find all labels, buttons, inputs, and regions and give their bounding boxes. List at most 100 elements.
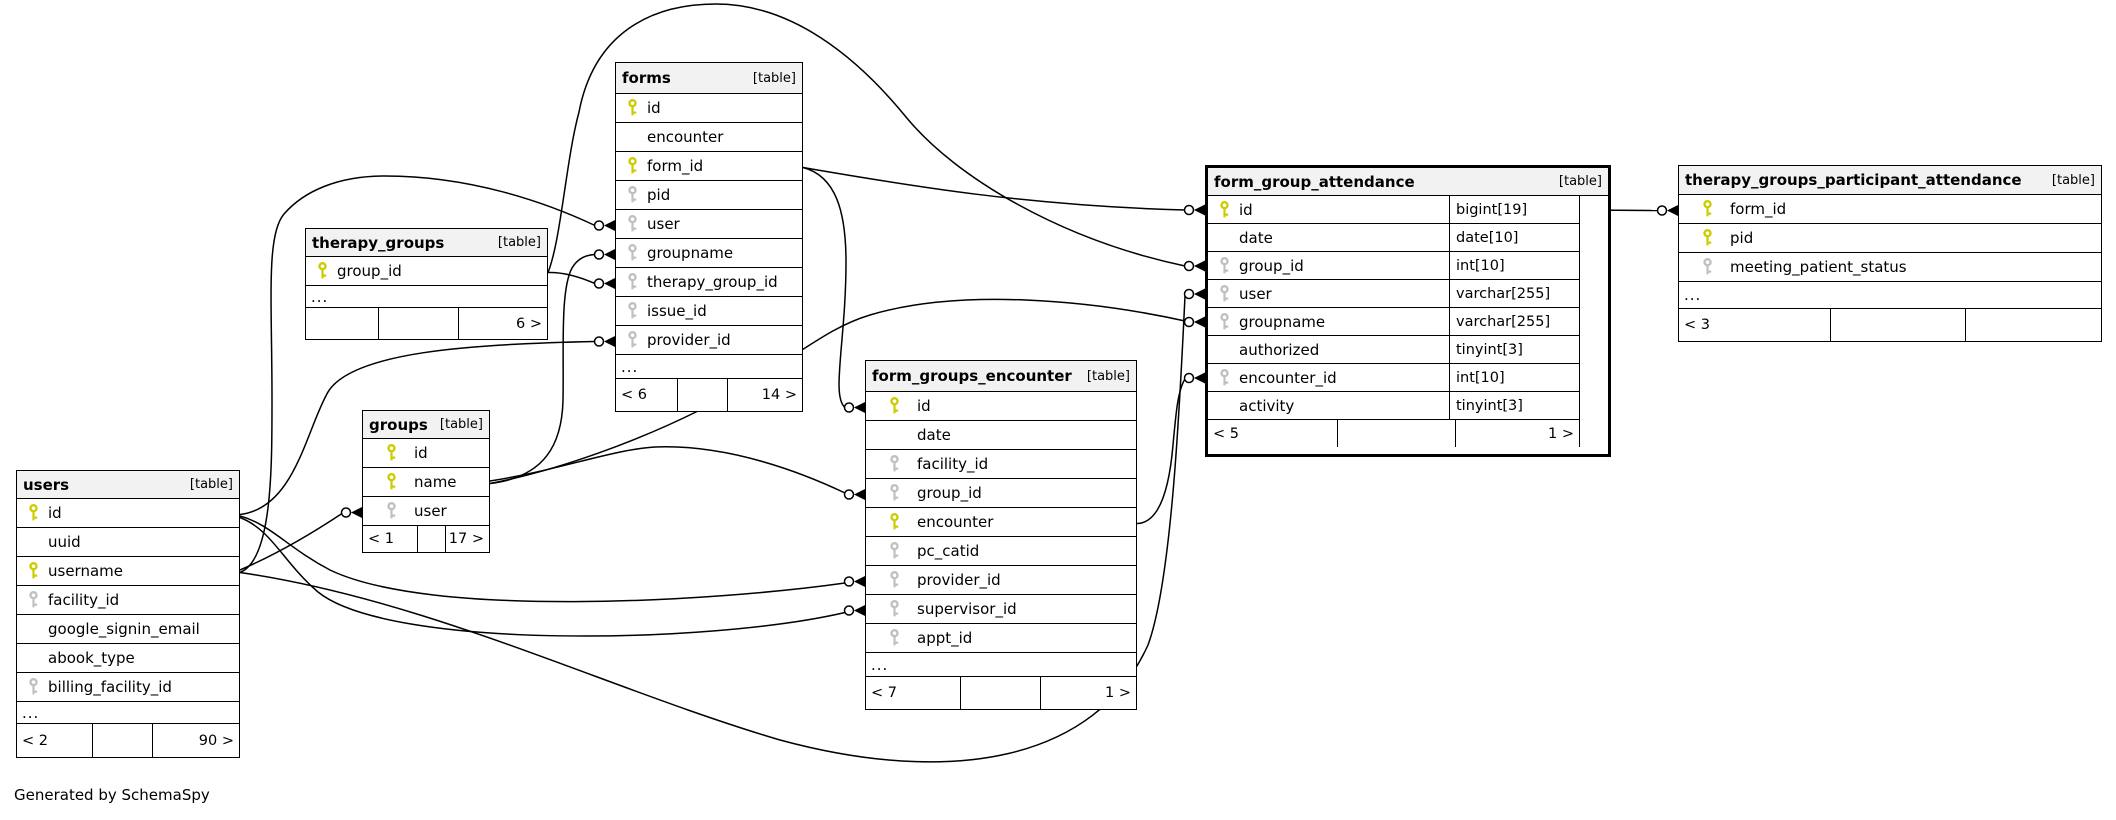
column-name: uuid	[48, 533, 81, 552]
zero-many-circle-icon	[593, 249, 605, 260]
relationship-edge-groups-name--form_groups_encounter-group_id	[489, 446, 865, 500]
primary-key-icon	[24, 504, 42, 522]
column-name: activity	[1239, 396, 1295, 415]
column-row-users-id: id	[17, 499, 239, 529]
table-name[interactable]: form_groups_encounter	[872, 367, 1072, 386]
table-name[interactable]: therapy_groups_participant_attendance	[1685, 171, 2022, 190]
table-type-badge: [table]	[439, 417, 483, 433]
column-name: date	[1239, 228, 1273, 247]
column-name: form_id	[1730, 200, 1787, 219]
column-type: varchar[255]	[1449, 308, 1579, 335]
column-row-therapy_groups_participant_attendance-meeting_patient_status: meeting_patient_status	[1679, 253, 2101, 283]
primary-key-icon	[1696, 200, 1718, 218]
column-name: google_signin_email	[48, 620, 200, 639]
more-columns-ellipsis: ...	[17, 702, 239, 725]
column-name: groupname	[1239, 312, 1326, 331]
primary-key-icon	[380, 444, 402, 462]
more-columns-ellipsis: ...	[866, 653, 1136, 678]
column-type: int[10]	[1449, 364, 1579, 391]
column-row-forms-user: user	[616, 210, 802, 240]
foreign-key-icon	[623, 186, 641, 204]
crow-arrowhead-icon	[854, 402, 865, 413]
table-header-therapy_groups_participant_attendance[interactable]: therapy_groups_participant_attendance [ta…	[1679, 166, 2101, 196]
table-therapy_groups: therapy_groups[table]group_id...6 >	[305, 228, 548, 340]
column-type: tinyint[3]	[1449, 336, 1579, 363]
footer-parents-count: 17 >	[448, 531, 484, 548]
generated-by-note[interactable]: Generated by SchemaSpy	[14, 786, 210, 804]
footer-parents-count: 90 >	[198, 732, 234, 749]
table-name[interactable]: forms	[622, 69, 671, 88]
footer-middle-cell	[678, 379, 728, 412]
foreign-key-icon	[623, 331, 641, 349]
column-row-forms-therapy_group_id: therapy_group_id	[616, 268, 802, 298]
column-name: group_id	[917, 484, 982, 503]
more-columns-ellipsis: ...	[616, 355, 802, 380]
column-row-form_groups_encounter-facility_id: facility_id	[866, 450, 1136, 480]
table-name[interactable]: groups	[369, 415, 428, 434]
column-name: meeting_patient_status	[1730, 258, 1907, 277]
table-name[interactable]: therapy_groups	[312, 233, 445, 252]
column-row-therapy_groups-group_id: group_id	[306, 257, 547, 287]
table-header-therapy_groups[interactable]: therapy_groups[table]	[306, 229, 547, 258]
foreign-key-icon	[623, 215, 641, 233]
relationship-curve	[239, 295, 1186, 763]
footer-children-count: < 5	[1208, 420, 1338, 447]
column-name: therapy_group_id	[647, 273, 778, 292]
footer-parents-count	[1966, 309, 2101, 341]
footer-children-count: < 3	[1679, 309, 1831, 342]
column-type: int[10]	[1449, 252, 1579, 279]
table-header-form_groups_encounter[interactable]: form_groups_encounter[table]	[866, 361, 1136, 393]
column-name: user	[1239, 284, 1272, 303]
table-name[interactable]: form_group_attendance	[1214, 172, 1415, 191]
zero-many-circle-icon	[593, 278, 605, 289]
column-name: id	[48, 504, 62, 523]
column-name: abook_type	[48, 649, 135, 668]
footer-middle-cell	[961, 677, 1041, 710]
column-name: supervisor_id	[917, 600, 1017, 619]
crow-arrowhead-icon	[854, 489, 865, 500]
primary-key-icon	[623, 157, 641, 175]
relationship-edge-users-id--form_groups_encounter-provider_id	[239, 515, 865, 603]
relationship-edge-forms-form_id--form_groups_encounter-id	[802, 166, 865, 413]
table-name[interactable]: users	[23, 475, 70, 494]
relationship-edge-therapy_groups-group_id--forms-therapy_group_id	[547, 271, 615, 289]
column-row-users-abook_type: abook_type	[17, 644, 239, 674]
foreign-key-icon	[623, 273, 641, 291]
column-row-form_groups_encounter-provider_id: provider_id	[866, 566, 1136, 596]
table-header-groups[interactable]: groups [table]	[363, 411, 489, 440]
foreign-key-icon	[1696, 258, 1718, 276]
column-name: user	[647, 215, 680, 234]
column-row-groups-user: user	[363, 497, 489, 527]
relationship-curve	[489, 446, 846, 494]
crow-arrowhead-icon	[1194, 204, 1205, 216]
column-row-users-google_signin_email: google_signin_email	[17, 615, 239, 645]
column-row-users-facility_id: facility_id	[17, 586, 239, 616]
zero-many-circle-icon	[843, 576, 855, 587]
column-name: groupname	[647, 244, 734, 263]
zero-many-circle-icon	[1183, 316, 1195, 328]
column-row-form_groups_encounter-appt_id: appt_id	[866, 624, 1136, 654]
foreign-key-icon	[883, 484, 905, 502]
foreign-key-icon	[1215, 312, 1233, 331]
crow-arrowhead-icon	[351, 507, 362, 518]
column-row-users-billing_facility_id: billing_facility_id	[17, 673, 239, 703]
column-name: id	[647, 99, 661, 118]
relationship-curve	[489, 253, 596, 485]
table-header-form_group_attendance[interactable]: form_group_attendance[table]	[1208, 168, 1608, 196]
footer-parents-count: 14 >	[761, 387, 797, 404]
table-header-forms[interactable]: forms[table]	[616, 63, 802, 95]
column-name: facility_id	[48, 591, 120, 610]
foreign-key-icon	[623, 302, 641, 320]
column-name: id	[1239, 200, 1253, 219]
foreign-key-icon	[380, 502, 402, 520]
table-type-badge: [table]	[2051, 172, 2095, 188]
table-header-users[interactable]: users[table]	[17, 471, 239, 500]
column-row-therapy_groups_participant_attendance-form_id: form_id	[1679, 195, 2101, 225]
